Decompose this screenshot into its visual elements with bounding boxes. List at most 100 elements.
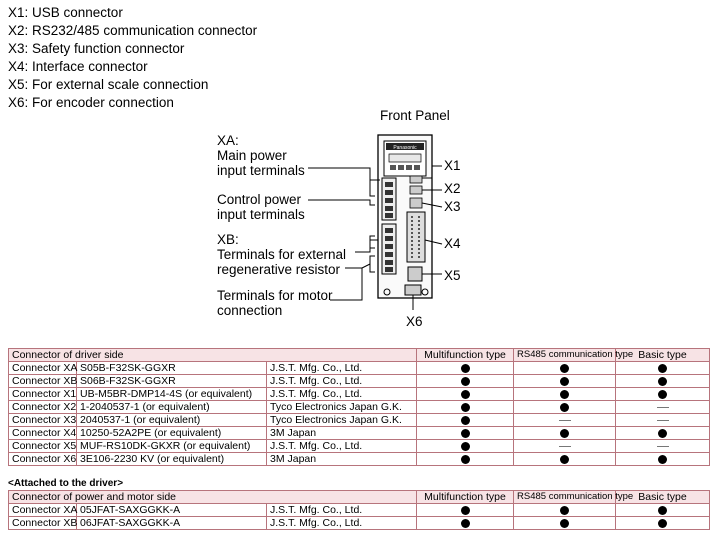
not-available-dash-icon (656, 406, 669, 408)
connector-legend: X1: USB connector X2: RS232/485 communic… (8, 4, 257, 112)
motor-bracket (369, 255, 375, 273)
xb-leader (355, 239, 378, 253)
part-number-cell: 2040537-1 (or equivalent) (76, 413, 267, 427)
brand-logo-text: Panasonic (393, 145, 417, 151)
table-header-row: Connector of power and motor side Multif… (7, 490, 711, 504)
availability-cell (615, 387, 711, 401)
x4-label: X4 (444, 236, 461, 251)
xa-bracket (369, 179, 375, 197)
available-dot-icon (560, 363, 570, 373)
connector-name-cell: Connector X6 (8, 452, 77, 466)
panel-button (406, 165, 412, 170)
availability-cell (416, 387, 515, 401)
availability-cell (513, 426, 617, 440)
x2-label: X2 (444, 181, 461, 196)
connector-name-cell: Connector X3 (8, 413, 77, 427)
available-dot-icon (460, 402, 470, 412)
not-available-dash-icon (656, 419, 669, 421)
brand-strip (386, 143, 424, 150)
manufacturer-cell: Tyco Electronics Japan G.K. (265, 400, 418, 414)
x3-port (409, 197, 423, 209)
available-dot-icon (658, 389, 668, 399)
availability-cell (615, 439, 711, 453)
available-dot-icon (560, 505, 570, 515)
motor-leader (330, 267, 363, 301)
table-header-cell: Connector of power and motor side (7, 490, 418, 504)
manufacturer-cell: J.S.T. Mfg. Co., Ltd. (265, 503, 418, 517)
motor-terminal-line2: connection (217, 303, 283, 318)
x1-label: X1 (444, 158, 461, 173)
available-dot-icon (460, 389, 470, 399)
front-panel-title: Front Panel (380, 108, 450, 123)
available-dot-icon (658, 518, 668, 528)
availability-cell (416, 361, 515, 375)
available-dot-icon (658, 376, 668, 386)
availability-cell (416, 452, 515, 466)
xb-desc-line2: regenerative resistor (217, 262, 341, 277)
x5-port (407, 266, 423, 282)
available-dot-icon (560, 454, 570, 464)
part-number-cell: S06B-F32SK-GGXR (76, 374, 267, 388)
connector-name-cell: Connector X5 (8, 439, 77, 453)
manufacturer-cell: Tyco Electronics Japan G.K. (265, 413, 418, 427)
attached-to-driver-label: <Attached to the driver> (8, 478, 124, 489)
availability-cell (513, 413, 617, 427)
manufacturer-cell: J.S.T. Mfg. Co., Ltd. (265, 361, 418, 375)
available-dot-icon (560, 428, 570, 438)
part-number-cell: 3E106-2230 KV (or equivalent) (76, 452, 267, 466)
not-available-dash-icon (558, 445, 571, 447)
control-power-line2: input terminals (217, 207, 305, 222)
panel-button (414, 165, 420, 170)
connector-name-cell: Connector XB (8, 374, 77, 388)
available-dot-icon (460, 454, 470, 464)
available-dot-icon (460, 505, 470, 515)
manufacturer-cell: 3M Japan (265, 426, 418, 440)
availability-cell (615, 452, 711, 466)
available-dot-icon (560, 518, 570, 528)
xb-desc-line1: Terminals for external (217, 247, 347, 262)
available-dot-icon (460, 441, 470, 451)
x6-port (404, 284, 422, 296)
availability-cell (416, 516, 515, 530)
manufacturer-cell: 3M Japan (265, 452, 418, 466)
availability-cell (513, 503, 617, 517)
connector-name-cell: Connector XA (8, 361, 77, 375)
x3-leader (421, 202, 443, 208)
xa-leader (308, 167, 380, 181)
available-dot-icon (560, 402, 570, 412)
availability-cell (513, 516, 617, 530)
manufacturer-cell: J.S.T. Mfg. Co., Ltd. (265, 374, 418, 388)
availability-cell (615, 361, 711, 375)
power-motor-side-connector-table: Connector of power and motor side Multif… (7, 490, 711, 530)
part-number-cell: S05B-F32SK-GGXR (76, 361, 267, 375)
connector-name-cell: Connector X1 (8, 387, 77, 401)
ctrl-leader (308, 199, 375, 206)
availability-cell (416, 400, 515, 414)
part-number-cell: MUF-RS10DK-GKXR (or equivalent) (76, 439, 267, 453)
legend-item: X1: USB connector (8, 5, 123, 20)
x1-leader (422, 165, 442, 179)
table-header-cell: Connector of driver side (7, 348, 418, 362)
manufacturer-cell: J.S.T. Mfg. Co., Ltd. (265, 439, 418, 453)
available-dot-icon (460, 376, 470, 386)
availability-cell (513, 400, 617, 414)
available-dot-icon (560, 389, 570, 399)
manufacturer-cell: J.S.T. Mfg. Co., Ltd. (265, 387, 418, 401)
connector-name-cell: Connector XA (8, 503, 77, 517)
x2-port (409, 185, 423, 195)
availability-cell (513, 361, 617, 375)
available-dot-icon (658, 454, 668, 464)
driver-side-connector-table: Connector of driver side Multifunction t… (7, 348, 711, 466)
availability-cell (416, 374, 515, 388)
part-number-cell: UB-M5BR-DMP14-4S (or equivalent) (76, 387, 267, 401)
available-dot-icon (658, 428, 668, 438)
availability-cell (416, 413, 515, 427)
